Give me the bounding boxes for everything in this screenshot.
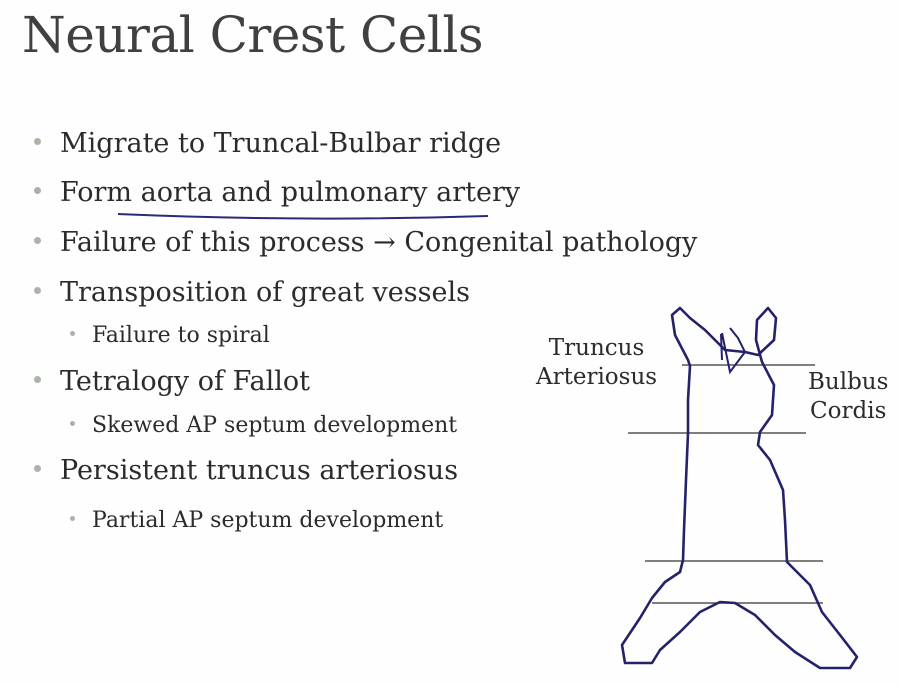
sub-bullet: Partial AP septum development xyxy=(70,508,443,533)
bullet-text: Form aorta and pulmonary artery xyxy=(60,177,521,208)
underline-annotation xyxy=(117,213,489,220)
label-line: Cordis xyxy=(810,398,887,424)
bullet: Transposition of great vessels xyxy=(34,277,470,308)
label-line: Arteriosus xyxy=(536,364,658,390)
section-lines xyxy=(628,364,823,604)
bullet-dot-icon xyxy=(70,420,75,426)
bullet: Tetralogy of Fallot xyxy=(34,366,310,397)
bullet-text: Tetralogy of Fallot xyxy=(60,366,310,397)
heart-outline xyxy=(620,306,859,670)
bulbus-cordis-label: Bulbus Cordis xyxy=(808,368,888,426)
bullet: Form aorta and pulmonary artery xyxy=(34,177,520,208)
bullet-text: Migrate to Truncal-Bulbar ridge xyxy=(60,128,502,159)
bullet-dot-icon xyxy=(34,287,41,294)
bullet-dot-icon xyxy=(34,237,41,244)
label-line: Bulbus xyxy=(808,369,889,395)
bullet-dot-icon xyxy=(70,330,75,336)
spiral-annotation xyxy=(720,327,747,375)
bullet-text: Skewed AP septum development xyxy=(92,413,458,438)
bullet-dot-icon xyxy=(70,515,75,521)
bullet-dot-icon xyxy=(34,138,41,145)
bullet-dot-icon xyxy=(34,465,41,472)
bullet-dot-icon xyxy=(34,376,41,383)
bullet: Persistent truncus arteriosus xyxy=(34,455,458,486)
truncus-arteriosus-label: Truncus Arteriosus xyxy=(536,334,657,392)
bullet: Migrate to Truncal-Bulbar ridge xyxy=(34,128,501,159)
bullet-text: Failure to spiral xyxy=(92,323,270,348)
bullet: Failure of this process → Congenital pat… xyxy=(34,227,697,258)
label-line: Truncus xyxy=(548,335,645,361)
bullet-text: Failure of this process → Congenital pat… xyxy=(60,227,698,258)
bullet-text: Partial AP septum development xyxy=(92,508,444,533)
sub-bullet: Failure to spiral xyxy=(70,323,270,348)
bullet-text: Transposition of great vessels xyxy=(60,277,470,308)
bullet-dot-icon xyxy=(34,187,41,194)
sub-bullet: Skewed AP septum development xyxy=(70,413,457,438)
bullet-text: Persistent truncus arteriosus xyxy=(60,455,459,486)
slide-title: Neural Crest Cells xyxy=(22,6,484,64)
